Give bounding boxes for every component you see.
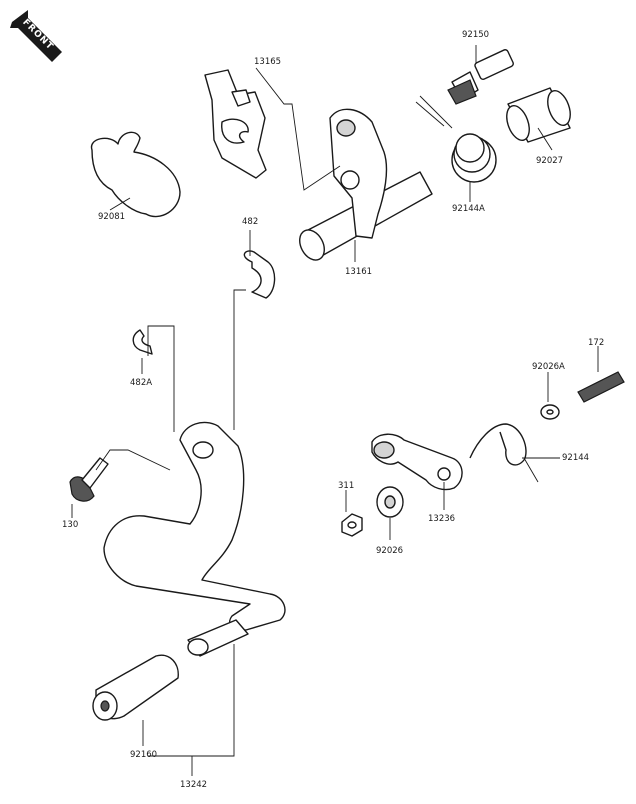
label-92026a: 92026A bbox=[532, 362, 565, 372]
front-arrow-icon bbox=[10, 10, 62, 62]
label-92027: 92027 bbox=[536, 156, 564, 166]
label-13165: 13165 bbox=[254, 57, 282, 67]
bolt-92150[interactable] bbox=[447, 49, 514, 105]
label-13236: 13236 bbox=[428, 514, 456, 524]
shift-plate-13165[interactable] bbox=[204, 69, 267, 179]
washer-92026a[interactable] bbox=[540, 404, 560, 420]
label-92026: 92026 bbox=[376, 546, 404, 556]
leader-lines bbox=[71, 45, 599, 776]
label-92081: 92081 bbox=[98, 212, 126, 222]
gasket-92081[interactable] bbox=[90, 131, 181, 218]
label-482a: 482A bbox=[130, 378, 153, 388]
spring-92144a[interactable] bbox=[415, 95, 497, 183]
label-92144: 92144 bbox=[562, 453, 590, 463]
label-13161: 13161 bbox=[345, 267, 373, 277]
washer-92026[interactable] bbox=[376, 486, 404, 518]
label-482: 482 bbox=[242, 217, 259, 227]
shift-shaft-13161[interactable] bbox=[295, 108, 433, 264]
bolt-130[interactable] bbox=[69, 457, 109, 502]
label-92150: 92150 bbox=[462, 30, 490, 40]
rubber-92160[interactable] bbox=[92, 654, 179, 721]
spring-92144[interactable] bbox=[469, 423, 539, 483]
label-130: 130 bbox=[62, 520, 79, 530]
stud-172[interactable] bbox=[577, 371, 625, 403]
collar-92027[interactable] bbox=[502, 87, 574, 144]
circlip-482[interactable] bbox=[243, 250, 276, 299]
label-172: 172 bbox=[588, 338, 605, 348]
label-92144a: 92144A bbox=[452, 204, 485, 214]
label-311: 311 bbox=[338, 481, 355, 491]
lever-13236[interactable] bbox=[371, 433, 463, 491]
shift-pedal-13242[interactable] bbox=[103, 421, 286, 657]
label-13242: 13242 bbox=[180, 780, 208, 790]
nut-311[interactable] bbox=[341, 513, 363, 537]
circlip-482a[interactable] bbox=[132, 329, 153, 355]
label-92160: 92160 bbox=[130, 750, 158, 760]
